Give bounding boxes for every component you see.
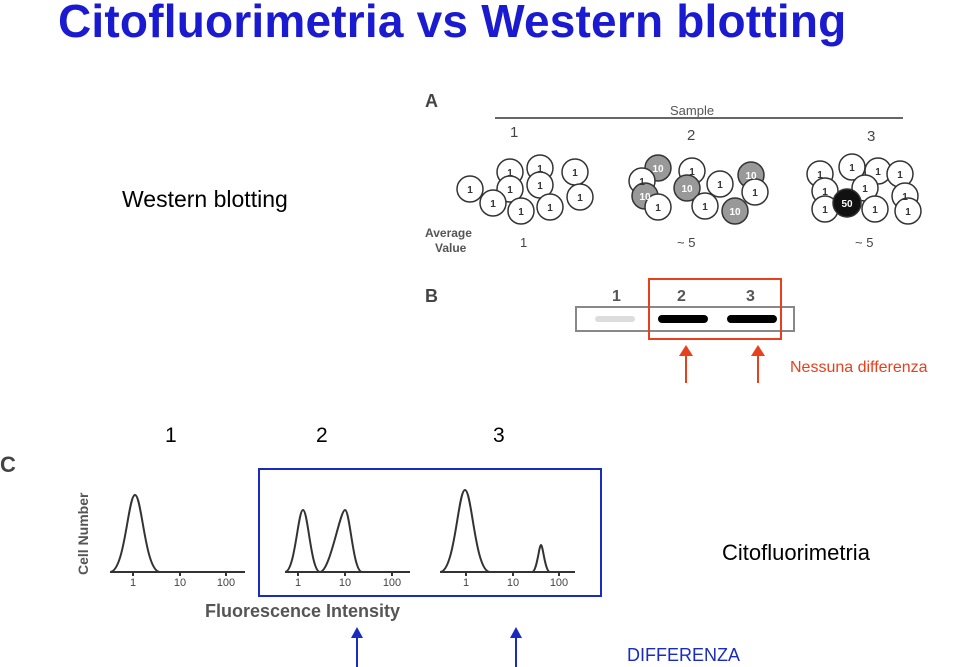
column-number-2: 2: [316, 424, 328, 447]
column-number-1: 1: [165, 424, 177, 447]
red-arrowhead-2: [751, 345, 765, 356]
histogram-2: [284, 508, 410, 576]
blue-arrows: [351, 627, 522, 667]
svg-text:10: 10: [729, 207, 741, 218]
svg-text:1: 1: [507, 168, 513, 179]
band-lane-3: [727, 315, 777, 323]
blue-arrowhead-1: [351, 627, 363, 638]
tick-label: 10: [174, 577, 186, 589]
tick-label: 100: [217, 577, 235, 589]
svg-text:10: 10: [639, 192, 651, 203]
sample-header: Sample: [670, 103, 714, 118]
svg-text:1: 1: [507, 185, 513, 196]
svg-text:1: 1: [572, 168, 578, 179]
svg-text:1: 1: [547, 203, 553, 214]
sample-3-label: 3: [867, 128, 875, 145]
histogram-1: [109, 493, 245, 576]
panel-b-letter: B: [425, 286, 438, 306]
page-title: Citofluorimetria vs Western blotting: [58, 0, 847, 47]
tick-label: 1: [295, 577, 301, 589]
svg-text:1: 1: [537, 181, 543, 192]
citofluorimetria-label: Citofluorimetria: [722, 540, 870, 565]
band-lane-2: [658, 315, 708, 323]
differenza-label: DIFFERENZA: [627, 645, 741, 665]
average-2: ~ 5: [677, 235, 695, 250]
histogram-3: [439, 488, 575, 576]
blue-highlight-box: [258, 468, 602, 597]
svg-text:1: 1: [752, 188, 758, 199]
lane-2-label: 2: [677, 288, 686, 305]
x-axis-label: Fluorescence Intensity: [205, 601, 400, 621]
tick-label: 1: [130, 577, 136, 589]
average-label: Average: [425, 226, 472, 240]
western-blotting-label: Western blotting: [122, 186, 288, 212]
lane-1-label: 1: [612, 288, 621, 305]
average-3: ~ 5: [855, 235, 873, 250]
svg-text:1: 1: [875, 167, 881, 178]
svg-text:50: 50: [841, 199, 853, 210]
panel-c-letter: C: [0, 452, 16, 477]
svg-text:1: 1: [689, 167, 695, 178]
svg-text:1: 1: [862, 184, 868, 195]
svg-text:1: 1: [655, 203, 661, 214]
svg-text:1: 1: [518, 207, 524, 218]
svg-text:1: 1: [717, 180, 723, 191]
svg-text:1: 1: [577, 193, 583, 204]
svg-text:1: 1: [849, 163, 855, 174]
svg-text:1: 1: [817, 170, 823, 181]
svg-text:1: 1: [822, 205, 828, 216]
tick-label: 10: [339, 577, 351, 589]
red-highlight-box: [648, 278, 782, 340]
tick-label: 1: [463, 577, 469, 589]
svg-text:1: 1: [490, 199, 496, 210]
column-number-3: 3: [493, 424, 505, 447]
tick-label: 100: [383, 577, 401, 589]
svg-text:1: 1: [822, 187, 828, 198]
tick-label: 100: [550, 577, 568, 589]
y-axis-label: Cell Number: [75, 492, 91, 575]
panel-b-blot: B 1 2 3: [425, 278, 795, 383]
svg-text:1: 1: [467, 185, 473, 196]
panel-a-letter: A: [425, 91, 438, 111]
panel-c-histograms: C Cell Number 1 10 100 1 10 100 1 10 100: [0, 452, 602, 621]
band-lane-1: [595, 316, 635, 322]
svg-text:1: 1: [702, 202, 708, 213]
svg-text:1: 1: [537, 164, 543, 175]
svg-text:1: 1: [905, 207, 911, 218]
svg-text:1: 1: [897, 170, 903, 181]
lane-3-label: 3: [746, 288, 755, 305]
tick-label: 10: [507, 577, 519, 589]
svg-text:1: 1: [902, 192, 908, 203]
svg-text:1: 1: [639, 177, 645, 188]
sample-1-label: 1: [510, 124, 518, 141]
blue-arrowhead-2: [510, 627, 522, 638]
average-1: 1: [520, 235, 527, 250]
svg-text:1: 1: [872, 205, 878, 216]
nessuna-differenza-label: Nessuna differenza: [790, 359, 928, 376]
svg-text:10: 10: [681, 184, 693, 195]
sample-2-label: 2: [687, 127, 695, 144]
svg-text:10: 10: [745, 171, 757, 182]
red-arrowhead-1: [679, 345, 693, 356]
value-label: Value: [435, 241, 467, 255]
svg-text:10: 10: [652, 164, 664, 175]
